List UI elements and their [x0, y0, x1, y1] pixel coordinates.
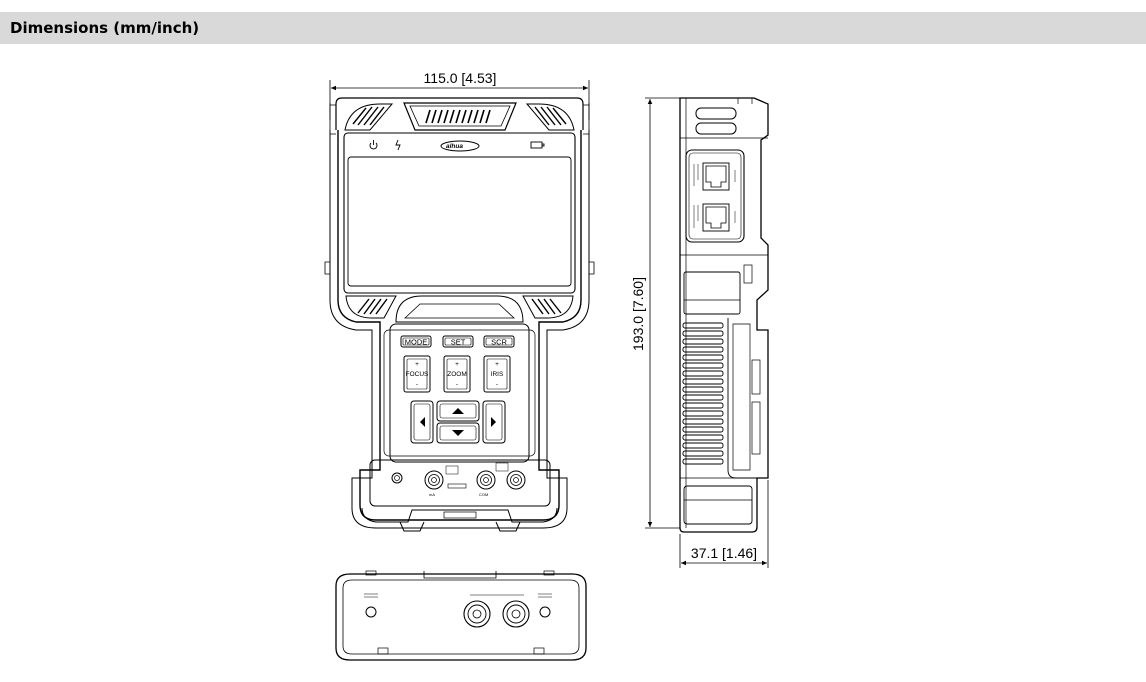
zoom-minus: -: [456, 381, 458, 388]
depth-dimension: [679, 480, 769, 568]
port-com-label: COM: [479, 492, 488, 497]
iris-plus: +: [495, 361, 499, 368]
scr-button[interactable]: [483, 335, 515, 348]
height-dimension: [645, 97, 680, 529]
height-dimension-label: 193.0 [7.60]: [630, 277, 646, 351]
zoom-plus: +: [455, 361, 459, 368]
connector-panel: [369, 459, 551, 507]
arrow-up-key[interactable]: [436, 400, 480, 422]
zoom-key[interactable]: [443, 355, 471, 393]
arrow-down-icon: [452, 430, 464, 436]
depth-dimension-label: 37.1 [1.46]: [691, 545, 757, 561]
arrow-right-key[interactable]: [482, 400, 506, 444]
set-button[interactable]: [442, 335, 474, 348]
arrow-up-icon: [452, 408, 464, 414]
width-dimension-label: 115.0 [4.53]: [424, 70, 497, 86]
focus-plus: +: [415, 361, 419, 368]
scr-button-label: SCR: [491, 338, 507, 347]
arrow-left-key[interactable]: [410, 400, 434, 444]
charge-icon: [395, 139, 401, 151]
section-title: Dimensions (mm/inch): [10, 19, 200, 37]
power-icon: [369, 140, 378, 150]
port-ma-label: mA: [429, 492, 435, 497]
mode-button[interactable]: [400, 335, 432, 348]
svg-text:alhua: alhua: [446, 143, 463, 150]
front-view: alhua: [324, 80, 595, 529]
mode-button-label: MODE: [405, 338, 428, 347]
bottom-view: [335, 570, 587, 661]
focus-key[interactable]: [403, 355, 431, 393]
iris-minus: -: [496, 381, 498, 388]
side-view: [645, 97, 769, 568]
focus-label: FOCUS: [406, 371, 429, 378]
focus-minus: -: [416, 381, 418, 388]
zoom-label: ZOOM: [447, 371, 467, 378]
arrow-right-icon: [491, 417, 496, 427]
iris-key[interactable]: [483, 355, 511, 393]
arrow-left-icon: [420, 417, 425, 427]
iris-label: IRIS: [491, 371, 504, 378]
arrow-down-key[interactable]: [436, 422, 480, 444]
section-header: Dimensions (mm/inch): [0, 12, 1146, 44]
battery-icon: [530, 141, 545, 149]
set-button-label: SET: [451, 338, 466, 347]
brand-logo: alhua: [440, 140, 480, 152]
